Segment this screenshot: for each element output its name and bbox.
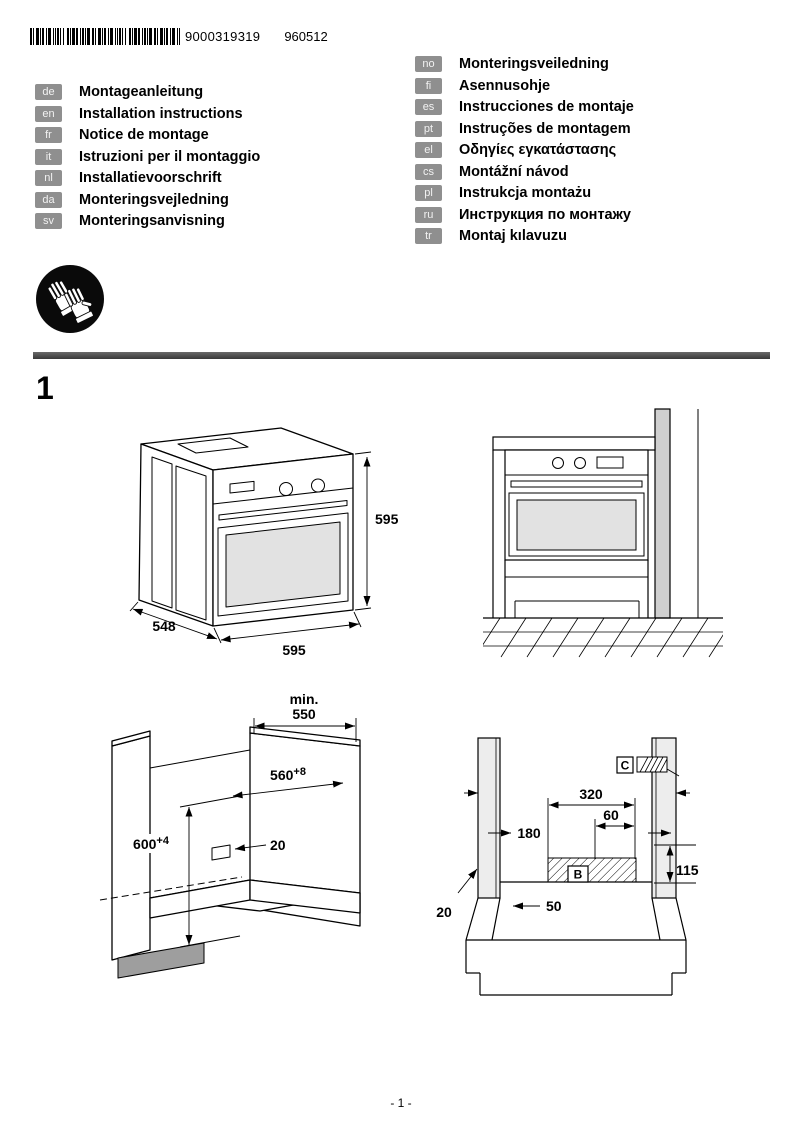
language-list-left: de Montageanleitung en Installation inst… — [35, 84, 260, 235]
language-item: ru Инструкция по монтажу — [415, 206, 634, 223]
language-code-badge: fr — [35, 127, 62, 143]
dim-50: 50 — [546, 898, 562, 914]
language-item: el Οδηγίες εγκατάστασης — [415, 142, 634, 158]
language-item: da Monteringsvejledning — [35, 191, 260, 208]
page-number: - 1 - — [390, 1096, 412, 1110]
dim-180: 180 — [517, 825, 541, 841]
reference-dashed-line — [99, 876, 243, 901]
language-code-badge: it — [35, 148, 62, 165]
dim-min-label: min. — [290, 691, 319, 707]
dim-depth-min: 550 — [292, 706, 316, 722]
language-title: Montageanleitung — [79, 84, 204, 100]
language-code-badge: nl — [35, 170, 62, 186]
dim-niche-height-base: 600 — [133, 836, 157, 852]
language-title: Инструкция по монтажу — [459, 206, 631, 223]
language-code-badge: es — [415, 99, 442, 115]
figure-oven-isometric: 595 595 548 — [129, 427, 399, 658]
language-list-right: no Monteringsveiledning fi Asennusohje e… — [415, 56, 634, 250]
language-title: Installation instructions — [79, 105, 243, 122]
language-item: pl Instrukcja montażu — [415, 185, 634, 201]
language-title: Istruzioni per il montaggio — [79, 148, 261, 165]
language-item: nl Installatievoorschrift — [35, 170, 260, 186]
language-item: fi Asennusohje — [415, 77, 634, 94]
section-divider — [33, 352, 770, 359]
label-c-box — [616, 756, 634, 774]
oven-body — [138, 427, 354, 627]
language-title: Monteringsvejledning — [79, 191, 229, 208]
language-code-badge: el — [415, 142, 442, 158]
figure-niche-dimensions: C 320 60 180 115 50 20 B — [436, 737, 699, 996]
language-title: Monteringsanvisning — [79, 213, 225, 229]
label-c: C — [621, 759, 630, 773]
dim-oven-depth: 548 — [152, 618, 176, 634]
label-b-box — [567, 865, 589, 883]
dim-oven-height: 595 — [375, 511, 399, 527]
language-code-badge: pl — [415, 185, 442, 201]
dim-20: 20 — [436, 904, 452, 920]
installed-oven-drawing — [483, 408, 723, 619]
language-title: Asennusohje — [459, 77, 551, 94]
language-title: Instruções de montagem — [459, 120, 631, 137]
protective-gloves-icon — [33, 262, 107, 341]
dim-niche-width: 560+8 — [270, 766, 306, 783]
dim-niche-height-sup: +4 — [156, 835, 169, 847]
dim-60: 60 — [603, 807, 619, 823]
dim-115: 115 — [676, 862, 699, 878]
language-code-badge: ru — [415, 206, 442, 223]
floor-tiles — [483, 617, 723, 658]
language-item: cs Montážní návod — [415, 163, 634, 180]
label-b: B — [574, 868, 583, 882]
niche-dimension-lines — [457, 789, 696, 910]
dim-320: 320 — [579, 786, 603, 802]
language-code-badge: no — [415, 56, 442, 72]
barcode-row: 9000319319 960512 — [30, 28, 328, 45]
dim-niche-width-base: 560 — [270, 767, 294, 783]
language-code-badge: sv — [35, 213, 62, 229]
language-code-badge: de — [35, 84, 62, 100]
doc-code: 960512 — [284, 29, 328, 44]
barcode-icon — [30, 28, 180, 45]
language-item: tr Montaj kılavuzu — [415, 228, 634, 244]
language-title: Installatievoorschrift — [79, 170, 222, 186]
dim-oven-width: 595 — [282, 642, 306, 658]
step-number: 1 — [36, 370, 54, 406]
language-item: pt Instruções de montagem — [415, 120, 634, 137]
language-title: Notice de montage — [79, 127, 209, 143]
language-title: Instrucciones de montaje — [459, 99, 634, 115]
language-item: de Montageanleitung — [35, 84, 260, 100]
label-backing — [120, 834, 182, 853]
language-title: Οδηγίες εγκατάστασης — [459, 142, 617, 158]
language-item: fr Notice de montage — [35, 127, 260, 143]
junction-box — [636, 756, 680, 777]
figure-cabinet-cutout: min. 550 560+8 600+4 20 — [99, 691, 361, 979]
language-item: es Instrucciones de montaje — [415, 99, 634, 115]
language-title: Instrukcja montażu — [459, 185, 592, 201]
language-title: Montaj kılavuzu — [459, 228, 567, 244]
language-item: sv Monteringsanvisning — [35, 213, 260, 229]
language-code-badge: cs — [415, 163, 442, 180]
language-code-badge: fi — [415, 77, 442, 94]
language-code-badge: en — [35, 105, 62, 122]
figure-oven-installed — [483, 408, 723, 658]
oven-dimension-lines — [129, 451, 372, 644]
language-item: no Monteringsveiledning — [415, 56, 634, 72]
language-title: Montážní návod — [459, 163, 569, 180]
dim-niche-height: 600+4 — [133, 835, 170, 852]
dim-niche-width-sup: +8 — [293, 766, 306, 778]
language-code-badge: tr — [415, 228, 442, 244]
cabinet-dimension-lines — [179, 718, 357, 948]
dim-gap: 20 — [270, 837, 286, 853]
language-code-badge: pt — [415, 120, 442, 137]
barcode-number: 9000319319 — [185, 29, 261, 44]
language-code-badge: da — [35, 191, 62, 208]
language-item: en Installation instructions — [35, 105, 260, 122]
connection-zone-hatch — [547, 857, 637, 883]
language-item: it Istruzioni per il montaggio — [35, 148, 261, 165]
language-title: Monteringsveiledning — [459, 56, 609, 72]
niche-structure — [465, 737, 687, 996]
